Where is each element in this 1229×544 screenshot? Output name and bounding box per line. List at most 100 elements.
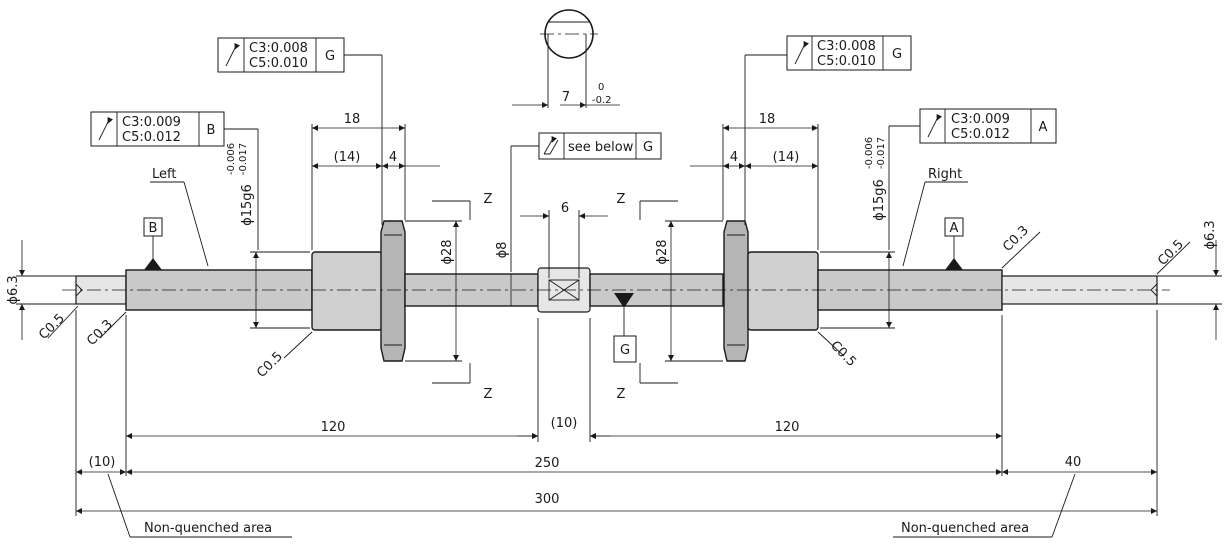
svg-text:-0.006: -0.006: [226, 143, 237, 175]
chamfer-c05-far-right: C0.5: [1155, 237, 1191, 275]
svg-text:A: A: [950, 221, 959, 236]
svg-text:C0.3: C0.3: [1000, 223, 1032, 255]
svg-text:C3:0.009: C3:0.009: [122, 115, 181, 130]
svg-text:7: 7: [562, 90, 570, 105]
svg-text:B: B: [149, 221, 158, 236]
svg-text:0: 0: [598, 82, 604, 93]
svg-text:C5:0.012: C5:0.012: [122, 130, 181, 145]
svg-text:G: G: [643, 140, 653, 155]
dim-120-right: 120: [590, 420, 1002, 439]
section-mark-z-top-left: Z: [432, 192, 493, 220]
dim-18-left: 18: [312, 112, 405, 131]
svg-text:4: 4: [389, 150, 397, 165]
svg-text:120: 120: [775, 420, 800, 435]
chamfer-c05-right-inner: C0.5: [817, 331, 859, 370]
runout-icon: [225, 45, 237, 67]
svg-text:-0.017: -0.017: [876, 137, 887, 169]
svg-text:C0.5: C0.5: [827, 338, 859, 370]
svg-text:-0.017: -0.017: [238, 143, 249, 175]
svg-text:C3:0.008: C3:0.008: [249, 41, 308, 56]
fcf-top-right: C3:0.008 C5:0.010 G: [744, 35, 912, 225]
runout-icon: [794, 43, 806, 65]
svg-text:see below: see below: [568, 140, 634, 155]
dim-18-right: 18: [723, 112, 818, 131]
svg-text:Left: Left: [152, 167, 176, 182]
svg-text:ϕ28: ϕ28: [655, 239, 670, 264]
svg-text:ϕ28: ϕ28: [440, 239, 455, 264]
svg-text:4: 4: [730, 150, 738, 165]
right-support-nut: [747, 251, 819, 331]
svg-text:250: 250: [535, 456, 560, 471]
section-mark-z-top-right: Z: [617, 192, 678, 220]
dim-dia-28-right: ϕ28: [655, 220, 723, 362]
svg-text:G: G: [620, 343, 630, 358]
fcf-center: see below G: [510, 132, 662, 272]
svg-text:C5:0.010: C5:0.010: [817, 54, 876, 69]
svg-text:G: G: [892, 47, 902, 62]
chamfer-c05-far-left: C0.5: [36, 305, 79, 343]
svg-text:B: B: [207, 123, 216, 138]
non-quenched-left-leader: Non-quenched area: [107, 473, 292, 538]
dim-dia-8: ϕ8: [495, 242, 512, 306]
svg-text:C0.3: C0.3: [84, 317, 116, 349]
svg-text:G: G: [325, 49, 335, 64]
svg-text:Z: Z: [617, 192, 626, 207]
svg-text:ϕ15g6: ϕ15g6: [240, 184, 255, 226]
svg-text:A: A: [1039, 120, 1048, 135]
keyway-section-view: 7 0 -0.2: [512, 9, 620, 108]
svg-text:(10): (10): [89, 455, 116, 470]
runout-icon: [98, 119, 110, 141]
svg-text:C0.5: C0.5: [1155, 237, 1187, 269]
svg-text:ϕ8: ϕ8: [495, 242, 510, 259]
svg-text:(14): (14): [773, 150, 800, 165]
section-mark-z-bottom-right: Z: [617, 363, 678, 402]
dim-dia-15-right: ϕ15g6 -0.006 -0.017: [820, 137, 895, 329]
dim-10-center: (10): [518, 416, 610, 439]
dim-4-left: 4: [382, 150, 440, 169]
svg-text:ϕ15g6: ϕ15g6: [872, 179, 887, 221]
chamfer-c03-left: C0.3: [84, 311, 127, 349]
dim-6: 6: [520, 201, 608, 278]
svg-text:ϕ6.3: ϕ6.3: [1203, 220, 1218, 249]
left-support-nut: [311, 251, 383, 331]
dim-14-left: (14): [312, 150, 382, 169]
svg-text:Right: Right: [928, 167, 962, 182]
dim-120-left: 120: [126, 420, 538, 439]
svg-text:C3:0.008: C3:0.008: [817, 39, 876, 54]
svg-text:C5:0.010: C5:0.010: [249, 56, 308, 71]
svg-text:Z: Z: [484, 387, 493, 402]
svg-text:Non-quenched area: Non-quenched area: [144, 521, 272, 536]
dim-dia-63-left: ϕ6.3: [6, 240, 76, 340]
fcf-top-left: C3:0.008 C5:0.010 G: [217, 37, 383, 225]
svg-text:300: 300: [535, 492, 560, 507]
svg-text:C3:0.009: C3:0.009: [951, 112, 1010, 127]
dim-dia-15-left: ϕ15g6 -0.006 -0.017: [226, 143, 310, 329]
svg-text:Non-quenched area: Non-quenched area: [901, 521, 1029, 536]
label-right: Right: [902, 167, 968, 267]
runout-icon: [927, 116, 939, 138]
datum-a-symbol: A: [944, 217, 964, 270]
svg-text:18: 18: [759, 112, 776, 127]
svg-text:C0.5: C0.5: [254, 349, 286, 381]
dim-14-right: (14): [745, 150, 818, 169]
fcf-mid-right: C3:0.009 C5:0.012 A: [888, 108, 1057, 250]
svg-text:(10): (10): [551, 416, 578, 431]
svg-text:18: 18: [344, 112, 361, 127]
dim-300: 300: [76, 492, 1157, 514]
svg-text:40: 40: [1065, 455, 1082, 470]
dim-dia-63-right: ϕ6.3: [1157, 220, 1222, 340]
svg-text:Z: Z: [617, 387, 626, 402]
dim-4-right: 4: [690, 150, 745, 169]
total-runout-icon: [543, 139, 559, 155]
svg-text:-0.006: -0.006: [864, 137, 875, 169]
chamfer-c03-right: C0.3: [1000, 223, 1041, 269]
left-flange: [380, 220, 406, 362]
svg-text:C5:0.012: C5:0.012: [951, 127, 1010, 142]
dim-10-left: (10): [76, 455, 126, 475]
datum-g-symbol: G: [613, 293, 637, 363]
svg-text:ϕ6.3: ϕ6.3: [6, 275, 21, 304]
section-mark-z-bottom-left: Z: [432, 363, 493, 402]
non-quenched-right-leader: Non-quenched area: [893, 473, 1076, 538]
dim-250: 250: [126, 456, 1002, 475]
